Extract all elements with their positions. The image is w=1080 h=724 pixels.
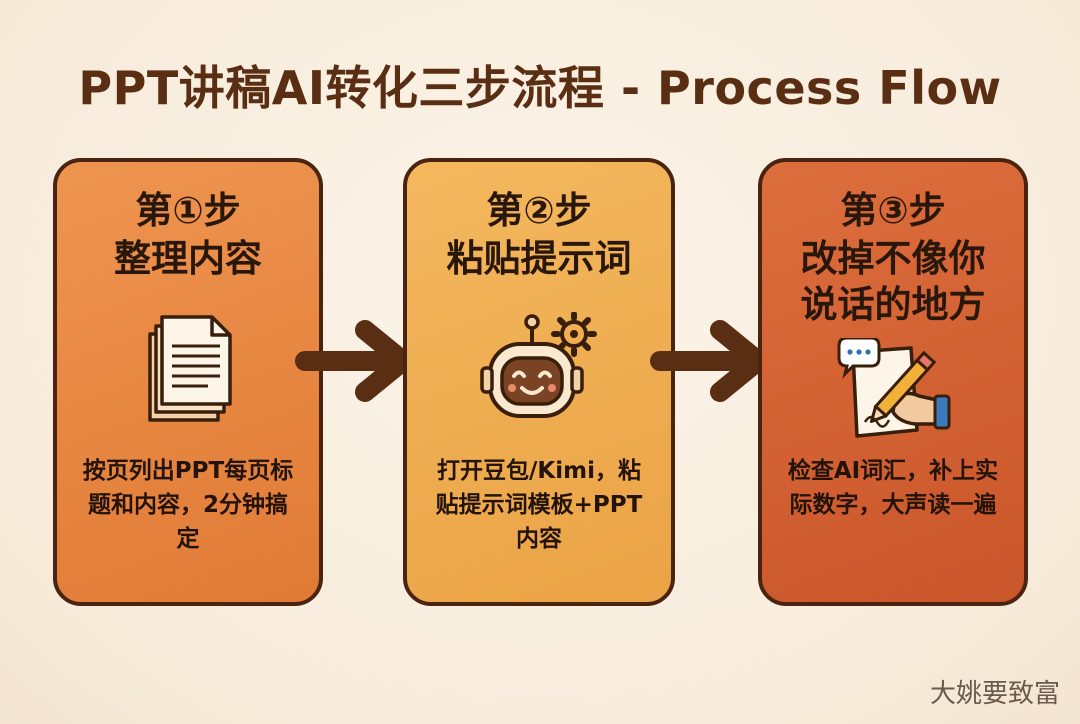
- step-name: 整理内容: [114, 237, 262, 280]
- step-description: 按页列出PPT每页标题和内容，2分钟搞定: [82, 458, 294, 552]
- page-title: PPT讲稿AI转化三步流程 - Process Flow: [78, 61, 1002, 115]
- step-description: 打开豆包/Kimi，粘贴提示词模板+PPT内容: [435, 458, 643, 552]
- step-number: 第②步: [486, 189, 592, 232]
- document-stack-icon: [138, 312, 238, 428]
- watermark: 大姚要致富: [929, 679, 1060, 709]
- step-name: 改掉不像你: [800, 237, 986, 280]
- arrow-right-icon: [295, 320, 419, 406]
- arrow-right-icon: [650, 320, 774, 406]
- step-name-line2: 说话的地方: [800, 283, 986, 326]
- step-description: 检查AI词汇，补上实际数字，大声读一遍: [787, 458, 999, 518]
- pencil-writing-icon: [833, 336, 953, 446]
- step-name: 粘贴提示词: [446, 237, 632, 280]
- step-card-1: 第①步 整理内容 按页列出PPT每页标题和内容，2分钟搞定: [53, 158, 323, 606]
- step-number: 第③步: [840, 189, 946, 232]
- robot-gear-icon: [474, 311, 604, 428]
- step-number: 第①步: [135, 189, 241, 232]
- step-card-2: 第②步 粘贴提示词: [403, 158, 675, 606]
- step-card-3: 第③步 改掉不像你 说话的地方: [758, 158, 1028, 606]
